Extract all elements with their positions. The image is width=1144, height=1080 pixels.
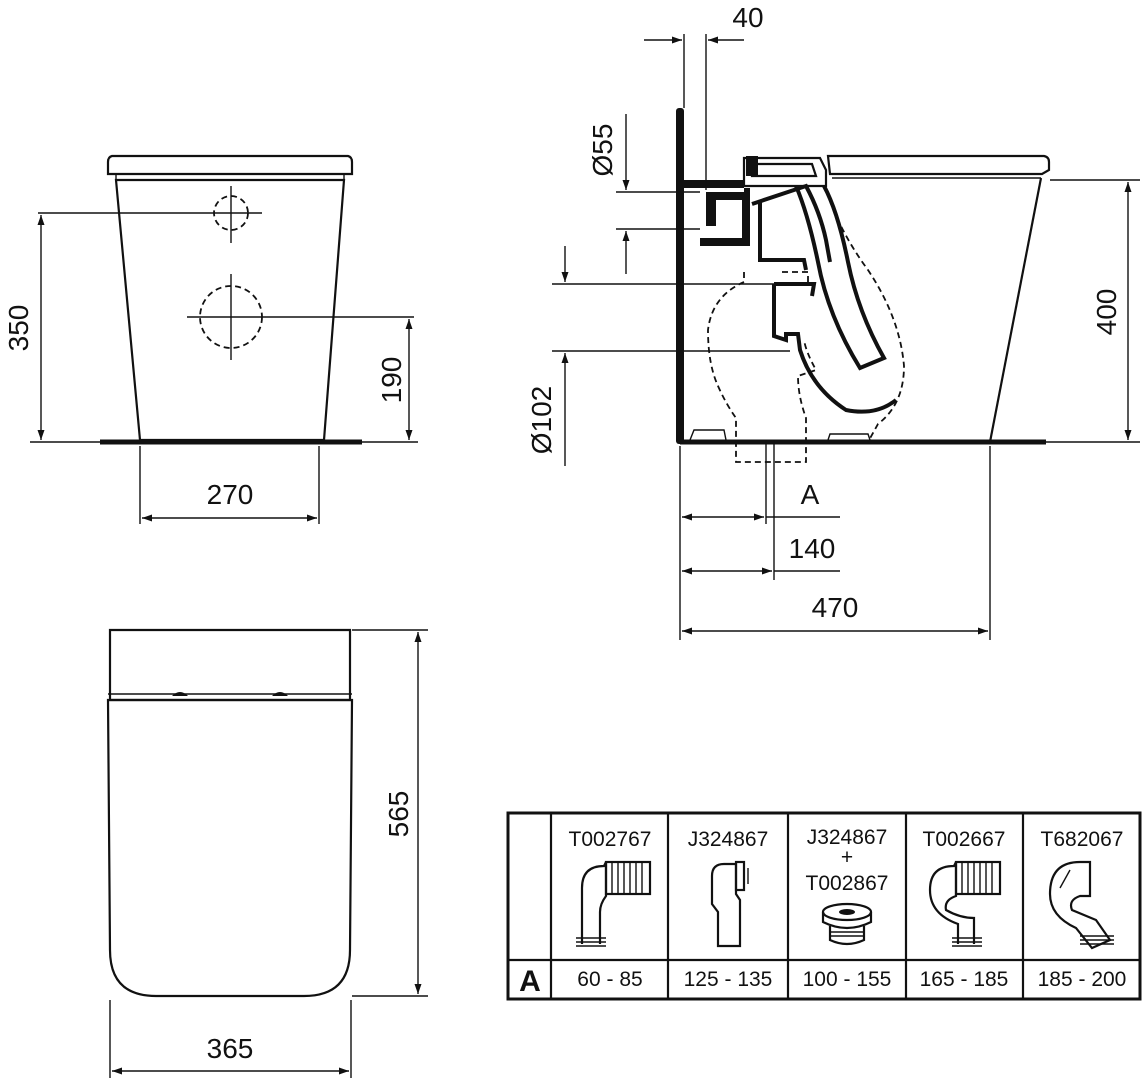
side-variable-label: A — [801, 479, 820, 510]
front-base-width-label: 270 — [207, 479, 254, 510]
side-height-label: 400 — [1091, 289, 1122, 336]
top-view: 565 365 — [106, 628, 428, 1078]
table-col1-range: 60 - 85 — [577, 968, 642, 991]
front-inlet-height-label: 190 — [376, 357, 407, 404]
side-wall — [676, 108, 684, 444]
table-col3-code: J324867 — [807, 826, 888, 849]
table-col4-code: T002667 — [923, 828, 1006, 851]
table-col1-code: T002767 — [569, 828, 652, 851]
side-depth-label: 470 — [812, 592, 859, 623]
side-outlet-offset-label: 140 — [789, 533, 836, 564]
table-row-label: A — [519, 965, 541, 998]
table-col2-range: 125 - 135 — [684, 968, 773, 991]
side-seat — [826, 154, 1051, 176]
front-height-label: 350 — [3, 305, 34, 352]
table-col3-plus: + — [841, 846, 853, 869]
side-inlet-diameter-label: Ø55 — [587, 124, 618, 177]
top-depth-label: 565 — [383, 791, 414, 838]
side-outlet-dashed — [825, 189, 905, 443]
extension-connector-icon — [710, 860, 749, 948]
front-seat — [106, 154, 354, 176]
table-col2-code: J324867 — [688, 828, 769, 851]
table-col3-code2: T002867 — [806, 872, 889, 895]
table-col5-range: 185 - 200 — [1038, 968, 1127, 991]
front-body — [114, 178, 346, 442]
front-view: 350 190 270 — [3, 154, 418, 524]
pan-connector-icon — [1048, 860, 1114, 950]
table-col5-code: T682067 — [1041, 828, 1124, 851]
flange-adapter-icon — [821, 902, 873, 946]
connector-table: A T002767 60 - 85 J324867 125 - 135 J324… — [506, 811, 1142, 1001]
top-seat — [106, 698, 354, 998]
table-col4-range: 165 - 185 — [920, 968, 1009, 991]
table-col3-range: 100 - 155 — [803, 968, 892, 991]
top-width-label: 365 — [207, 1033, 254, 1064]
side-view: 40 Ø55 Ø102 400 A 140 470 — [526, 2, 1140, 640]
top-back-panel — [108, 628, 352, 702]
bend-connector-icon — [576, 860, 652, 947]
side-inlet-pipe — [684, 180, 750, 246]
side-outlet-diameter-label: Ø102 — [526, 386, 557, 455]
offset-bend-icon — [928, 860, 1002, 947]
side-trap — [794, 185, 887, 371]
side-body — [988, 177, 1043, 443]
side-wall-gap-label: 40 — [732, 2, 763, 33]
